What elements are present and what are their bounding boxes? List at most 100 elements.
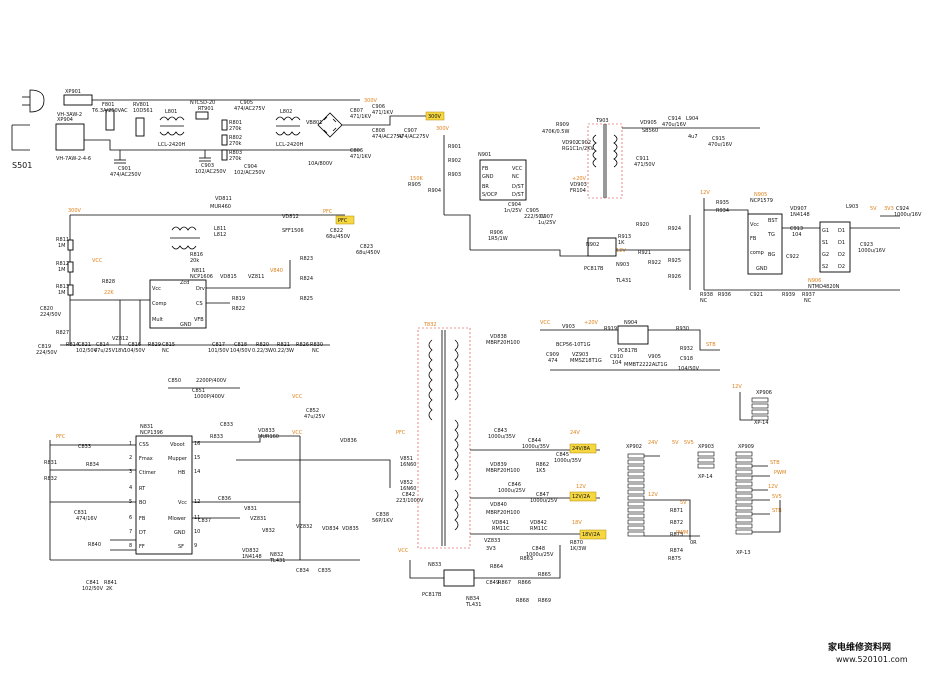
n901-pin-dst1: D/ST bbox=[512, 184, 525, 190]
n833-label: N833 bbox=[428, 562, 441, 568]
watermark-line2: www.520101.com bbox=[836, 655, 908, 664]
vd836-label: VD836 bbox=[340, 438, 357, 444]
r921-label: R921 bbox=[638, 250, 651, 256]
v903-label: V903 bbox=[562, 324, 575, 330]
r864-label: R864 bbox=[490, 564, 503, 570]
n901-pin-br: BR bbox=[482, 184, 489, 190]
n811-pin-zcd: Zcd bbox=[180, 280, 189, 286]
vd812-label: VD812 bbox=[282, 214, 299, 220]
c844-label: C844 bbox=[528, 438, 541, 444]
t903-label: T903 bbox=[595, 118, 609, 124]
out-12v-rail: 12V bbox=[576, 484, 586, 490]
bridge-label: VB801 bbox=[306, 120, 322, 126]
r901-label: R901 bbox=[448, 144, 461, 150]
n901-label: N901 bbox=[478, 152, 491, 158]
c911-value: 471/50V bbox=[634, 162, 656, 168]
r828-label: R828 bbox=[102, 279, 115, 285]
c907-label: C907 bbox=[404, 128, 417, 134]
n831-pin-sf: SF bbox=[178, 544, 184, 550]
n831-pin-num-14: 14 bbox=[194, 469, 200, 475]
r906-label: R906 bbox=[490, 230, 503, 236]
sbc-20v: +20V bbox=[584, 320, 599, 326]
r903-label: R903 bbox=[448, 172, 461, 178]
out-12v-tag bbox=[569, 491, 597, 502]
c842-value: 223/1000V bbox=[396, 498, 424, 504]
r905-label: R905 bbox=[408, 182, 421, 188]
vd907-label: VD907 bbox=[790, 206, 807, 212]
sync-12v: 12V bbox=[700, 190, 710, 196]
r841-value: 2K bbox=[106, 586, 113, 592]
r924-label: R924 bbox=[668, 226, 681, 232]
n831-pin-num-6: 6 bbox=[129, 515, 132, 521]
n905-pin-vcc: Vcc bbox=[750, 222, 759, 228]
c905-label: C905 bbox=[240, 100, 253, 106]
n811-pin-mult: Mult bbox=[152, 317, 163, 323]
n811-chip-name: NCP1606 bbox=[190, 274, 213, 280]
pfc-out-label: PFC bbox=[323, 209, 333, 215]
pfc-tag: PFC bbox=[338, 218, 348, 224]
n901-pin-gnd: GND bbox=[482, 174, 494, 180]
c845-value: 1000u/35V bbox=[554, 458, 582, 464]
l811-label: L811 bbox=[214, 226, 226, 232]
c846-value: 1000u/25V bbox=[498, 488, 526, 494]
r872-label: R872 bbox=[670, 520, 683, 526]
r931-label: R930 bbox=[676, 326, 689, 332]
v851-label: V851 bbox=[400, 456, 413, 462]
r812-label: R812 bbox=[56, 261, 69, 267]
r816-label: R816 bbox=[190, 252, 203, 258]
n831-label: N831 bbox=[140, 424, 153, 430]
xp902-pins bbox=[627, 453, 645, 537]
c817-value: 101/50V bbox=[208, 348, 230, 354]
c835-label: C835 bbox=[318, 568, 331, 574]
r803-label: R803 bbox=[229, 150, 242, 156]
c837-label: C837 bbox=[198, 518, 211, 524]
xp904-label: XP904 bbox=[57, 117, 73, 123]
c924-value: 1000u/16V bbox=[894, 212, 922, 218]
c838-label: C838 bbox=[376, 512, 389, 518]
c814-value: 47u/25V bbox=[94, 348, 116, 354]
r831-label: R831 bbox=[44, 460, 57, 466]
bridge-value: 10A/800V bbox=[308, 161, 333, 167]
n811-pin-vcc: Vcc bbox=[152, 286, 161, 292]
r868-label: R868 bbox=[516, 598, 529, 604]
r835-label: R834 bbox=[86, 462, 99, 468]
r802-label: R802 bbox=[229, 135, 242, 141]
xp901-label: XP901 bbox=[65, 89, 81, 95]
c904-value: 102/AC250V bbox=[234, 170, 266, 176]
xp906-label: XP906 bbox=[756, 390, 772, 396]
llc-vcc-top: VCC bbox=[292, 394, 303, 400]
n831-pin-css: CSS bbox=[139, 442, 149, 448]
n906-label: N906 bbox=[808, 278, 821, 284]
c819-value: 224/50V bbox=[36, 350, 58, 356]
out-24v-label: 24V/8A bbox=[572, 446, 591, 452]
c913-value: 104 bbox=[792, 232, 802, 238]
n811-pin-comp: Comp bbox=[152, 301, 167, 307]
vd841-value: RM11C bbox=[492, 526, 510, 532]
n903-label: N903 bbox=[616, 262, 629, 268]
r909-value: 470K/0.5W bbox=[542, 129, 569, 135]
r920-label: R920 bbox=[636, 222, 649, 228]
c904-label: C904 bbox=[244, 164, 257, 170]
r913-value: 1K bbox=[618, 240, 625, 246]
c842-label: C842 bbox=[402, 492, 415, 498]
c905-value: 474/AC275V bbox=[234, 106, 266, 112]
r827-label: R827 bbox=[56, 330, 69, 336]
vd838-label: VD838 bbox=[490, 334, 507, 340]
r938-nc: NC bbox=[700, 298, 708, 304]
n811-label: N811 bbox=[192, 268, 205, 274]
vd832-value: 1N4148 bbox=[242, 554, 262, 560]
c851-value: 1000P/400V bbox=[194, 394, 225, 400]
n831-pin-num-15: 15 bbox=[194, 455, 200, 461]
v905-label: V905 bbox=[648, 354, 661, 360]
r812-value: 1M bbox=[58, 267, 66, 273]
v831-label: V831 bbox=[244, 506, 257, 512]
vd815-label: VD815 bbox=[220, 274, 237, 280]
n906-pin-g1: G1 bbox=[822, 228, 829, 234]
r816-value: 20k bbox=[190, 258, 199, 264]
r871-label: R871 bbox=[670, 508, 683, 514]
standby-rail-300v: 300V bbox=[436, 126, 450, 132]
c907-label-sb: C907 bbox=[540, 214, 553, 220]
n831-chip bbox=[135, 435, 193, 555]
r801-label: R801 bbox=[229, 120, 242, 126]
xp902-label: XP902 bbox=[626, 444, 642, 450]
